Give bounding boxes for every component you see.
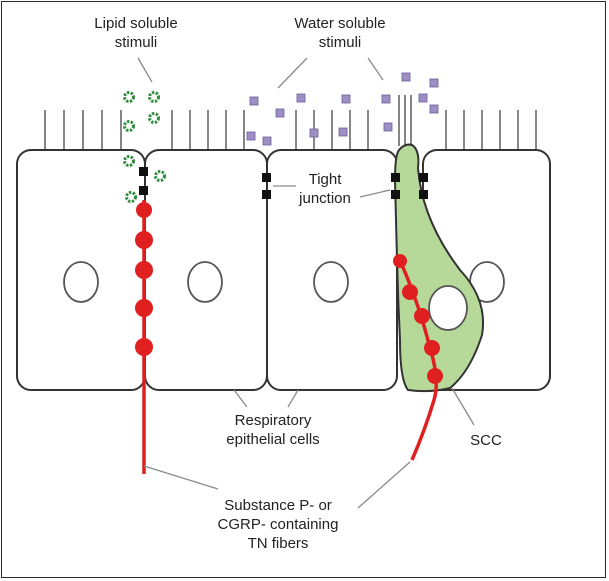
water-stimuli [246,72,439,146]
nerve-bead [136,202,152,218]
lipid-stimuli-label: Lipid soluble stimuli [78,14,194,52]
water-stimulus-icon [429,78,439,88]
cell-nuclei [63,261,505,303]
tight-junction [419,173,428,182]
water-stimulus-icon [296,93,306,103]
nerve-bead [135,299,153,317]
tn-fibers-label: Substance P- or CGRP- containing TN fibe… [203,496,353,553]
label-line: Tight [308,171,342,188]
lipid-stimulus-icon [148,112,160,124]
cilia [44,95,537,150]
leader-line [357,461,411,509]
nerve-bead [393,254,407,268]
lipid-stimulus-icon [125,191,137,203]
lipid-stimulus-icon [154,170,166,182]
tight-junction [139,186,148,195]
label-line: stimuli [318,34,362,51]
tn-fiber-scc [393,254,443,461]
nerve-bead [424,340,440,356]
water-stimulus-icon [383,122,393,132]
nucleus [63,261,99,303]
nucleus [313,261,349,303]
label-line: Substance P- or [224,497,332,514]
water-stimulus-icon [275,108,285,118]
respiratory-cells-label: Respiratory epithelial cells [203,411,343,449]
nerve-bead [135,338,153,356]
water-stimulus-icon [381,94,391,104]
nerve-bead [135,231,153,249]
tight-junctions [139,167,428,199]
scc-label: SCC [470,432,502,449]
lipid-stimulus-icon [123,91,135,103]
tight-junction [262,190,271,199]
water-stimulus-icon [262,136,272,146]
lipid-stimuli [123,91,166,203]
label-line: CGRP- containing [217,516,339,533]
label-line: junction [299,190,351,207]
leader-line [367,57,384,81]
water-stimulus-icon [338,127,348,137]
label-line: Respiratory [234,412,312,429]
scc-nucleus [428,285,468,331]
nerve-bead [135,261,153,279]
water-stimuli-label: Water soluble stimuli [278,14,402,52]
leader-lines [137,57,475,509]
tight-junction [262,173,271,182]
nucleus [187,261,223,303]
water-stimulus-icon [309,128,319,138]
tight-junction [391,190,400,199]
tn-fiber-left [135,200,153,474]
water-stimulus-icon [401,72,411,82]
nerve-bead [402,284,418,300]
leader-line [277,57,308,89]
label-line: Water soluble [294,15,386,32]
label-line: epithelial cells [226,431,320,448]
nerve-bead [427,368,443,384]
label-line: Lipid soluble [94,15,178,32]
tight-junction [419,190,428,199]
water-stimulus-icon [429,104,439,114]
leader-line [143,465,219,490]
leader-line [137,57,153,83]
label-line: TN fibers [247,535,309,552]
water-stimulus-icon [246,131,256,141]
tight-junction [391,173,400,182]
lipid-stimulus-icon [148,91,160,103]
lipid-stimulus-icon [123,120,135,132]
leader-line [359,189,391,198]
nerve-bead [414,308,430,324]
water-stimulus-icon [249,96,259,106]
solitary-chemosensory-cell [393,143,484,393]
water-stimulus-icon [341,94,351,104]
tight-junction-label: Tight junction [285,170,365,208]
water-stimulus-icon [418,93,428,103]
lipid-stimulus-icon [123,155,135,167]
leader-line [287,389,299,408]
label-line: stimuli [114,34,158,51]
leader-line [233,389,248,408]
leader-line [451,387,475,426]
tight-junction [139,167,148,176]
